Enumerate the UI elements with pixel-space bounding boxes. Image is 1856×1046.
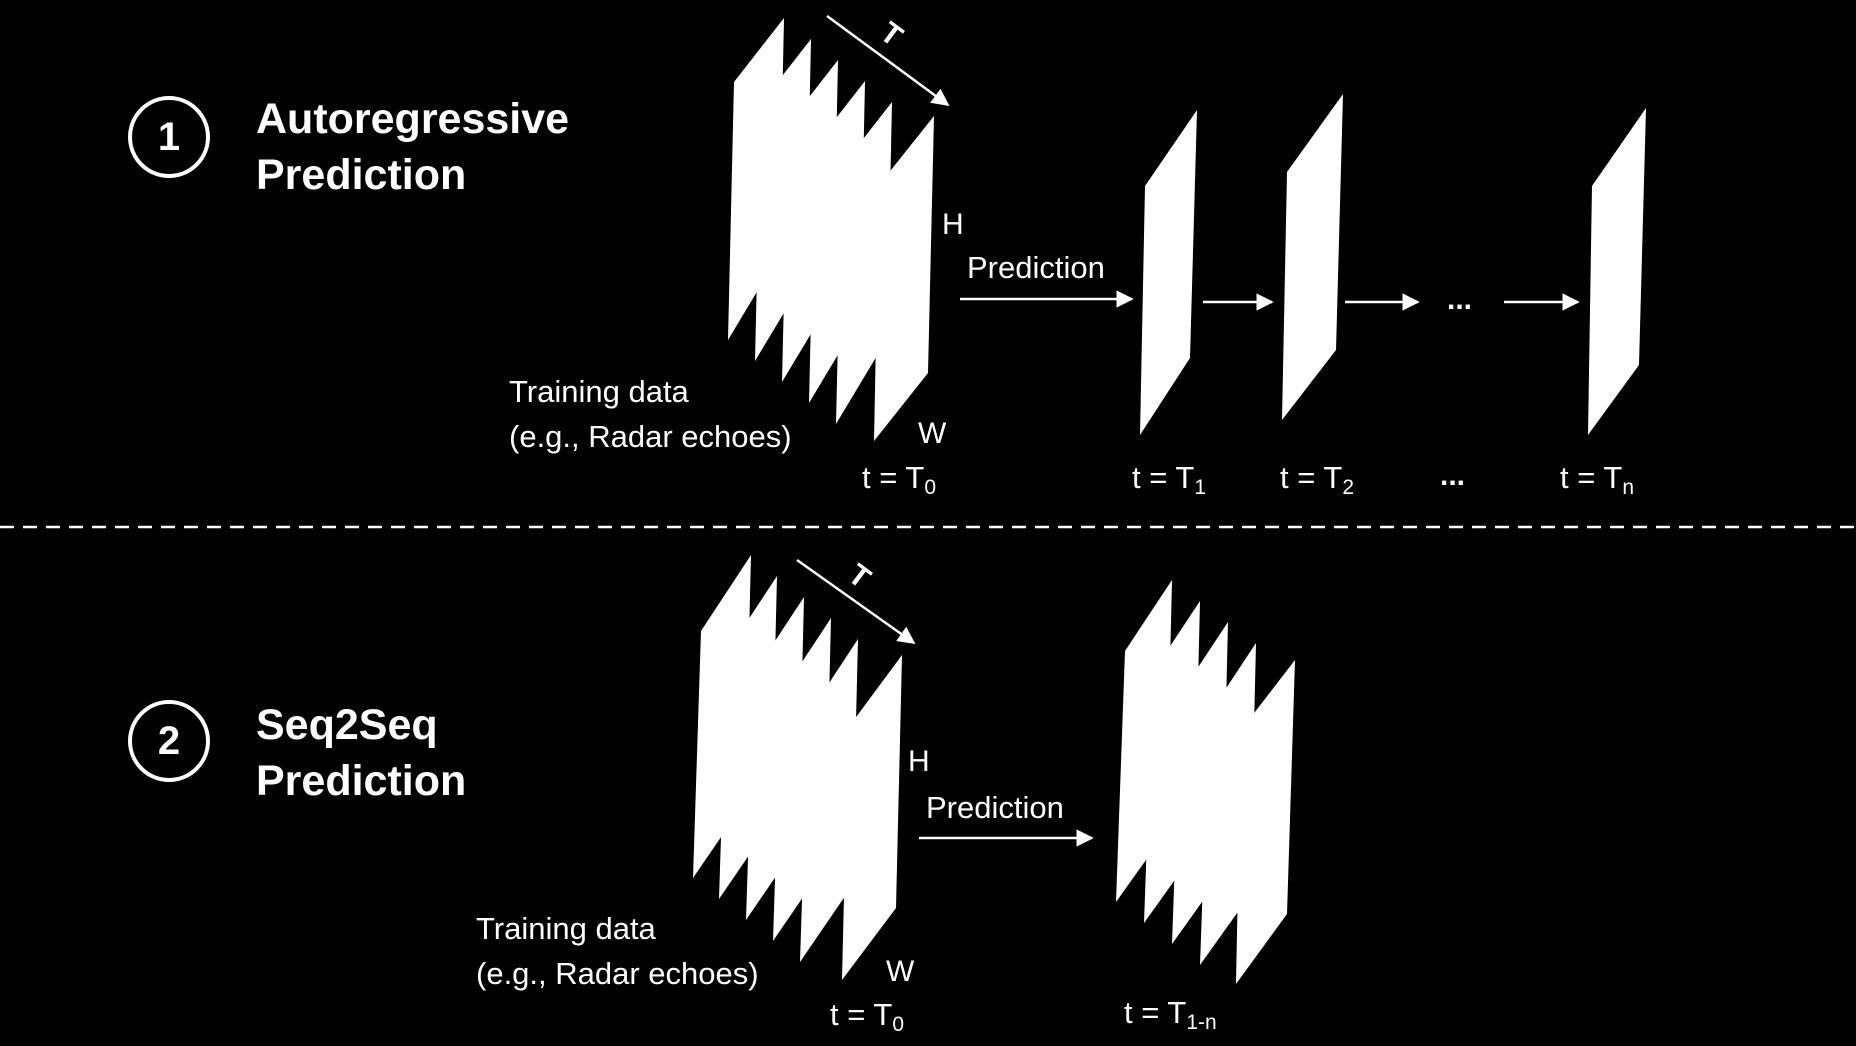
- time-sub: 0: [892, 1013, 905, 1036]
- output-frame-t1: [1140, 110, 1197, 435]
- time-sub: 0: [924, 476, 937, 499]
- output-time-label-1: t = T1: [1132, 460, 1207, 499]
- section-1-title: Autoregressive Prediction: [256, 92, 569, 204]
- section-2-title: Seq2Seq Prediction: [256, 698, 466, 810]
- title-line-2: Prediction: [256, 756, 467, 805]
- time-sub: n: [1622, 476, 1635, 499]
- axis-label-h: H: [942, 208, 964, 241]
- time-base: t = T: [1280, 460, 1343, 495]
- step-number-text: 2: [157, 718, 181, 763]
- training-line-1: Training data: [509, 374, 689, 409]
- title-line-1: Seq2Seq: [256, 701, 438, 749]
- training-line-2: (e.g., Radar echoes): [509, 418, 792, 454]
- training-line-2: (e.g., Radar echoes): [476, 955, 759, 991]
- training-line-1: Training data: [476, 911, 656, 946]
- prediction-label: Prediction: [926, 790, 1064, 825]
- time-axis-arrow-1: [826, 14, 950, 107]
- time-base: t = T: [862, 460, 925, 495]
- output-frames-1: [1140, 94, 1646, 435]
- time-base: t = T: [1560, 460, 1623, 495]
- input-stack-1: [728, 18, 934, 441]
- output-time-label-n: t = Tn: [1560, 460, 1635, 499]
- input-frame: [842, 655, 902, 980]
- output-frame-tn: [1588, 108, 1646, 435]
- output-frame: [1236, 660, 1295, 984]
- training-data-label: Training data (e.g., Radar echoes): [476, 907, 759, 997]
- input-frame: [800, 639, 858, 962]
- input-stack-2: [693, 555, 902, 980]
- axis-label-h: H: [908, 745, 930, 778]
- axis-label-w: W: [886, 955, 915, 988]
- time-base: t = T: [1132, 460, 1195, 495]
- input-frame: [874, 116, 934, 441]
- title-line-1: Autoregressive: [256, 95, 570, 143]
- time-sub: 2: [1342, 476, 1355, 499]
- sequence-ellipsis: ...: [1447, 283, 1473, 316]
- step-number-2: 2: [128, 700, 210, 782]
- prediction-label: Prediction: [967, 250, 1105, 285]
- time-base: t = T: [1124, 995, 1187, 1030]
- title-line-2: Prediction: [256, 150, 467, 199]
- training-data-label: Training data (e.g., Radar echoes): [509, 370, 792, 460]
- time-axis-arrow-2: [796, 558, 916, 645]
- step-number-1: 1: [128, 96, 210, 178]
- time-base: t = T: [830, 997, 893, 1032]
- output-frame-t2: [1282, 94, 1343, 420]
- output-time-label: t = T1-n: [1124, 995, 1217, 1034]
- time-sub: 1-n: [1186, 1011, 1217, 1034]
- output-stack-2: [1116, 580, 1295, 984]
- step-number-text: 1: [157, 114, 181, 159]
- axis-label-w: W: [918, 417, 947, 450]
- output-time-label-2: t = T2: [1280, 460, 1355, 499]
- input-time-label: t = T0: [830, 997, 905, 1036]
- input-time-label: t = T0: [862, 460, 937, 499]
- time-sub: 1: [1194, 476, 1207, 499]
- time-ellipsis: ...: [1440, 459, 1466, 492]
